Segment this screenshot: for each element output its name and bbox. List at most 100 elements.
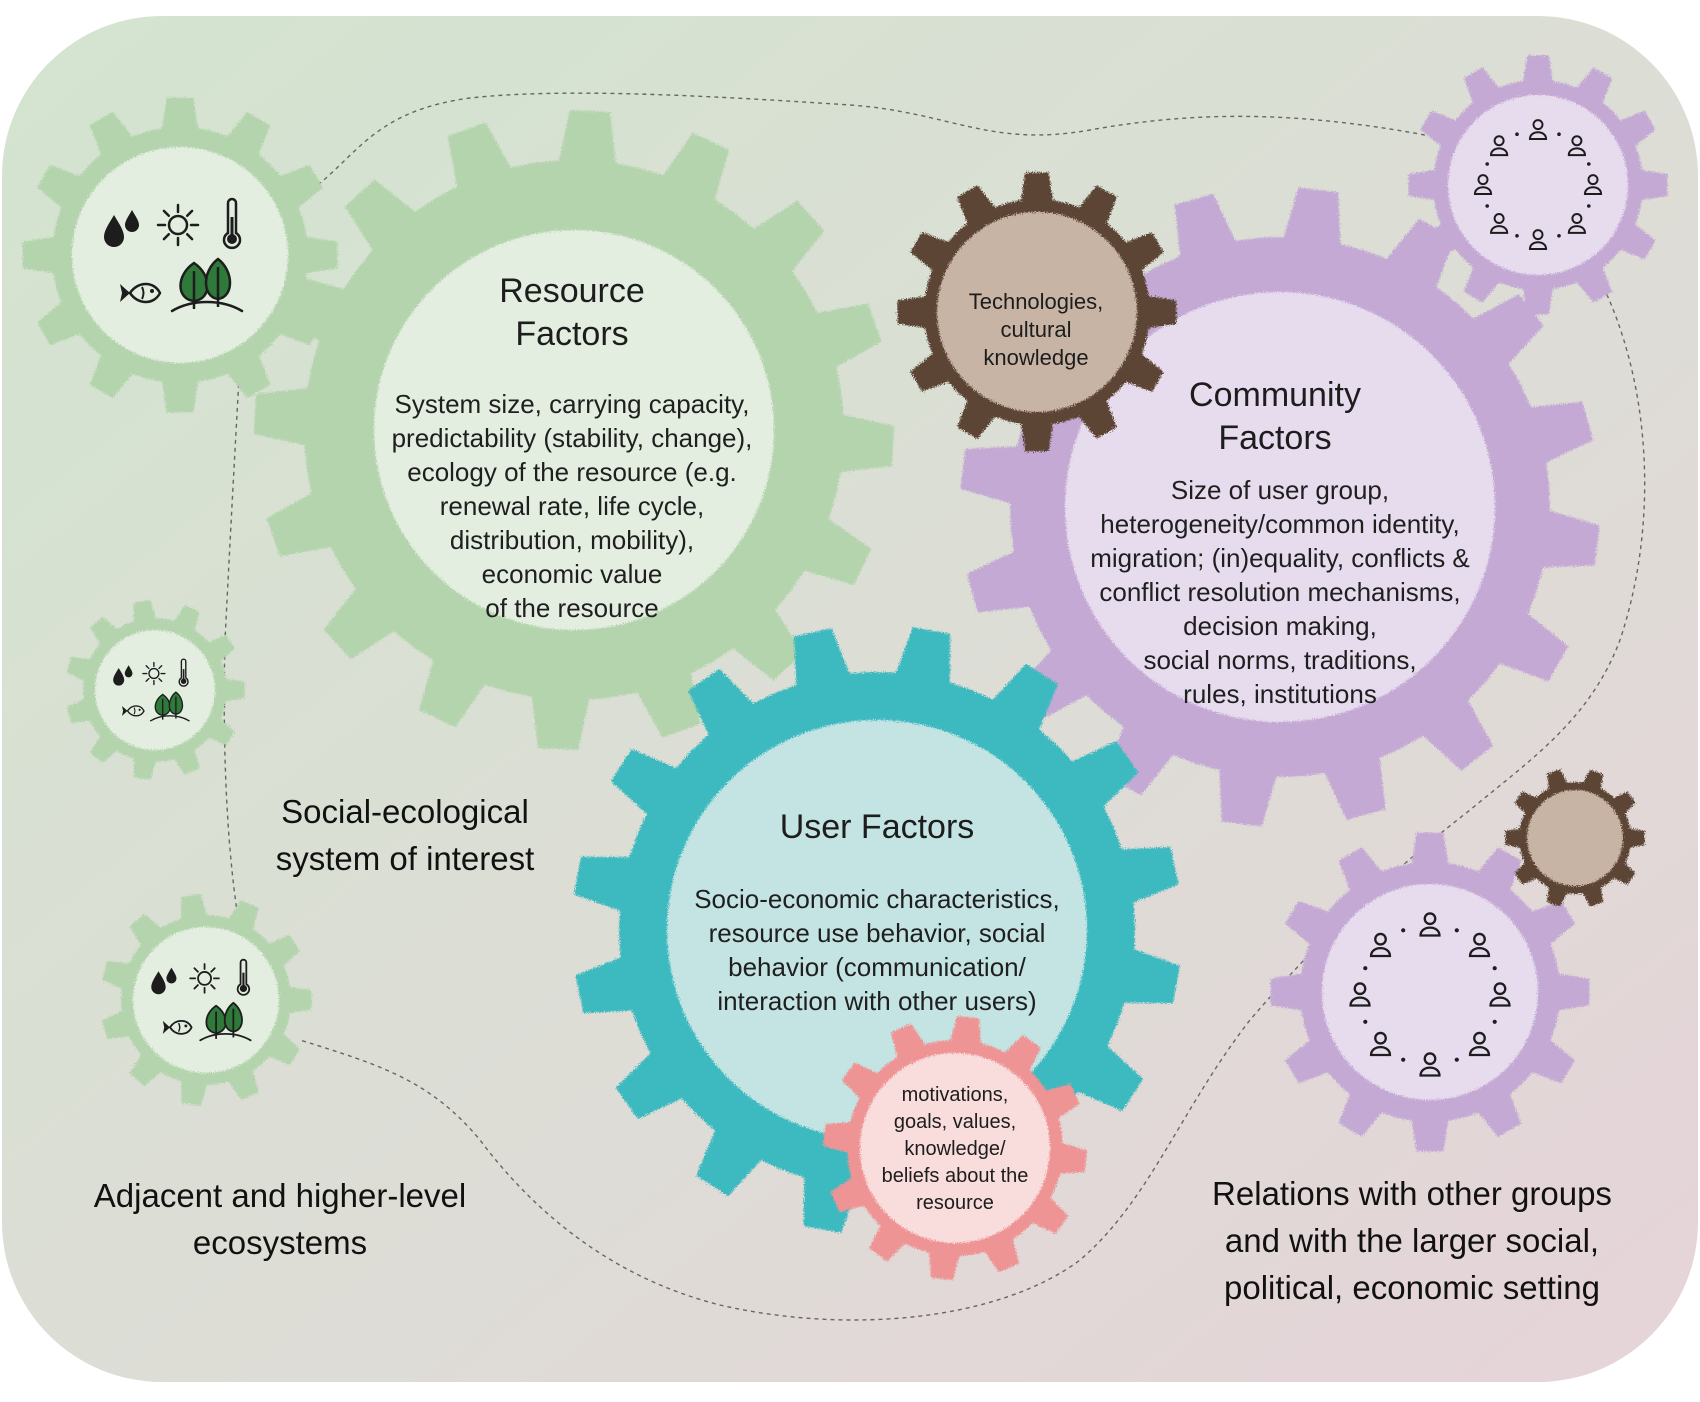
person-icon <box>1468 1031 1491 1057</box>
person-head <box>1493 135 1505 147</box>
person-body <box>1490 225 1509 234</box>
community-body-line: decision making, <box>1183 611 1377 641</box>
fish-tail <box>122 705 128 716</box>
dot-icon <box>1515 132 1519 136</box>
thermometer-bulb <box>227 234 237 244</box>
water-drops-icon <box>113 665 133 686</box>
person-head <box>1493 213 1505 224</box>
thermometer-tube <box>178 658 189 687</box>
resource-body-line: ecology of the resource (e.g. <box>407 457 737 487</box>
system-label-line: system of interest <box>275 840 535 877</box>
ecosystem-gear-large-hub <box>72 147 288 363</box>
sun-icon <box>156 203 200 247</box>
adjacent-label-line: ecosystems <box>192 1224 368 1261</box>
technology-line: knowledge <box>983 345 1089 370</box>
thermometer-level <box>182 669 185 681</box>
resource-gear <box>254 110 894 750</box>
technology-line: Technologies, <box>968 289 1104 314</box>
user-body-line: Socio-economic characteristics, <box>694 884 1060 914</box>
person-body <box>1528 131 1548 140</box>
resource-factors-title: Resource Factors <box>422 270 722 356</box>
community-gear-top <box>1408 55 1668 315</box>
user-gear-hub <box>667 720 1087 1140</box>
fish-body <box>168 1019 193 1035</box>
person-body <box>1473 186 1493 195</box>
resource-title-line: Resource <box>499 272 645 310</box>
dot-icon <box>1587 162 1591 166</box>
sun-ray <box>185 209 194 218</box>
thermometer-tube <box>222 197 242 250</box>
person-body <box>1567 225 1586 234</box>
thermometer-icon <box>178 658 189 687</box>
person-head <box>1477 174 1489 186</box>
relations-label-line: and with the larger social, <box>1224 1222 1600 1259</box>
drop-small <box>166 967 177 984</box>
community-body-line: migration; (in)equality, conflicts & <box>1090 543 1470 573</box>
sun-ray <box>162 232 171 241</box>
individual-line: motivations, <box>901 1084 1009 1106</box>
person-icon <box>1490 213 1509 234</box>
person-icon <box>1528 119 1548 140</box>
sun-core <box>148 667 160 680</box>
drop-large <box>151 971 166 995</box>
person-body <box>1583 186 1603 195</box>
fish-tail <box>162 1020 170 1034</box>
drop-large <box>113 668 125 686</box>
community-title-line: Community <box>1189 376 1361 414</box>
person-icon <box>1528 229 1548 250</box>
technology-gear-small <box>1505 769 1645 907</box>
person-icon <box>1567 213 1586 234</box>
adjacent-label-line: Adjacent and higher-level <box>93 1177 467 1214</box>
person-icon <box>1468 932 1491 958</box>
ecosystem-gear-large <box>22 97 338 413</box>
individual-gear-hub <box>860 1053 1050 1243</box>
person-body <box>1369 946 1392 958</box>
sun-ray <box>162 209 171 218</box>
person-head <box>1532 119 1544 131</box>
community-body-line: heterogeneity/common identity, <box>1100 509 1460 539</box>
community-factors-text: Size of user group, heterogeneity/common… <box>1040 473 1520 711</box>
dot-icon <box>1363 966 1368 971</box>
person-body <box>1369 1045 1392 1057</box>
dot-icon <box>1454 1057 1459 1062</box>
technology-gear-small-hub <box>1527 790 1623 886</box>
person-body <box>1468 1045 1491 1057</box>
dot-icon <box>1401 928 1406 933</box>
community-body-line: Size of user group, <box>1170 475 1390 505</box>
resource-gear-hub <box>374 230 774 630</box>
person-head <box>1532 229 1544 241</box>
person-body <box>1419 926 1441 937</box>
person-icon <box>1490 135 1509 157</box>
individual-text: motivations, goals, values, knowledge/ b… <box>855 1082 1055 1217</box>
sun-ray <box>185 232 194 241</box>
adjacent-ecosystems-label: Adjacent and higher-level ecosystems <box>70 1172 490 1266</box>
drop-small <box>125 210 139 232</box>
resource-body-line: of the resource <box>485 593 659 623</box>
trees-icon <box>199 1001 252 1042</box>
resource-factors-text: System size, carrying capacity, predicta… <box>352 387 792 625</box>
ground <box>170 300 244 313</box>
individual-line: resource <box>916 1192 994 1214</box>
drop-large <box>104 215 124 247</box>
individual-line: knowledge/ <box>904 1138 1006 1160</box>
fish-tail <box>120 284 130 302</box>
dot-icon <box>1485 204 1489 208</box>
resource-title-line: Factors <box>515 315 629 353</box>
fish-icon <box>162 1019 193 1035</box>
fish-gill <box>133 707 136 715</box>
person-head <box>1374 932 1387 946</box>
fish-gill <box>177 1022 181 1033</box>
person-body <box>1349 996 1371 1007</box>
dot-icon <box>1587 204 1591 208</box>
relations-label-line: political, economic setting <box>1223 1269 1601 1306</box>
person-icon <box>1369 932 1392 958</box>
person-head <box>1473 932 1486 946</box>
technology-gear <box>897 172 1177 452</box>
fish-icon <box>120 282 162 304</box>
person-body <box>1567 147 1586 157</box>
sun-icon <box>142 661 166 686</box>
person-icon <box>1473 174 1493 195</box>
person-icon <box>1489 982 1511 1007</box>
